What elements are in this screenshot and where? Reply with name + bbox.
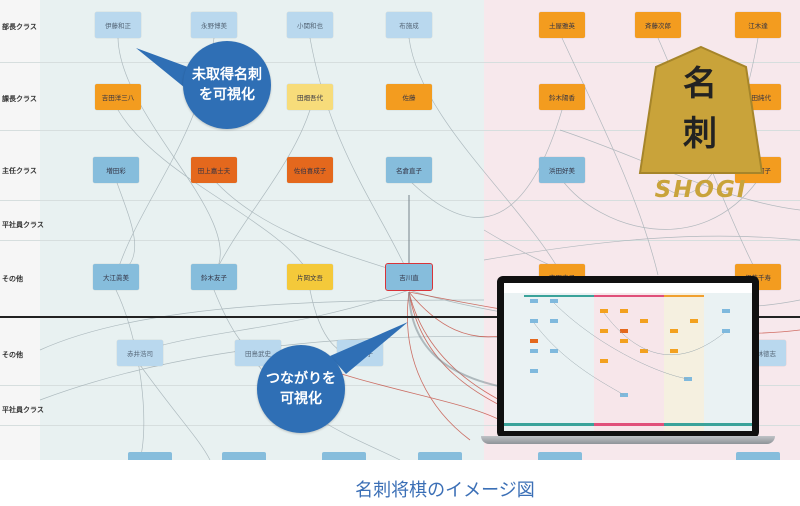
selected-person-node[interactable]: 吉川直 (385, 263, 433, 291)
callout-pointers (136, 48, 408, 374)
callout-line: 未取得名刺 (192, 66, 262, 83)
logo-char: 名 (683, 64, 717, 104)
section-divider (0, 316, 800, 318)
node-stub (736, 452, 780, 460)
person-node[interactable]: 鈴木陽香 (539, 84, 585, 110)
row-separator (0, 240, 800, 241)
row-separator (0, 200, 800, 201)
node-stub (222, 452, 266, 460)
row-label-chief: 主任クラス (2, 167, 37, 175)
node-stub (322, 452, 366, 460)
row-separator (0, 425, 800, 426)
person-node[interactable]: 斉藤次郎 (635, 12, 681, 38)
node-stub (418, 452, 462, 460)
logo-wordmark: SHOGI (654, 177, 748, 203)
callout-line: つながりを (266, 370, 336, 387)
screen-preview (504, 283, 752, 431)
laptop-mockup (481, 276, 775, 448)
person-node[interactable]: 大江眞美 (93, 264, 139, 290)
shogi-piece-icon (638, 45, 764, 174)
person-node[interactable]: 増田彩 (93, 157, 139, 183)
person-node[interactable]: 伊藤和正 (95, 12, 141, 38)
person-node[interactable]: 田畑吾代 (287, 84, 333, 110)
row-separator (0, 62, 800, 63)
person-node[interactable]: 浜田好美 (539, 157, 585, 183)
row-separator (0, 130, 800, 131)
logo-char: 刺 (683, 114, 717, 154)
row-label-staff-lower: 平社員クラス (2, 406, 44, 414)
row-label-section-manager: 課長クラス (2, 95, 37, 103)
callout-line: 可視化 (280, 391, 322, 407)
callout-connections: つながりを 可視化 (257, 345, 345, 433)
node-stub (128, 452, 172, 460)
person-node[interactable]: 土屋雅英 (539, 12, 585, 38)
label-gutter (0, 0, 40, 460)
row-label-other-lower: その他 (2, 351, 23, 359)
figure-caption: 名刺将棋のイメージ図 (355, 480, 535, 501)
person-node[interactable]: 名倉直子 (386, 157, 432, 183)
row-separator (0, 385, 800, 386)
person-node[interactable]: 布施成 (386, 12, 432, 38)
person-node[interactable]: 田上嘉士夫 (191, 157, 237, 183)
org-chart-view: 部長クラス 課長クラス 主任クラス 平社員クラス その他 その他 平社員クラス … (0, 0, 800, 460)
person-node[interactable]: 赤井浩司 (117, 340, 163, 366)
callout-unacquired-cards: 未取得名刺 を可視化 (183, 41, 271, 129)
person-node[interactable]: 吉田洋三八 (95, 84, 141, 110)
person-node[interactable]: 江木達 (735, 12, 781, 38)
node-stub (538, 452, 582, 460)
row-label-other: その他 (2, 275, 23, 283)
meishi-shogi-logo: 名 刺 SHOGI (636, 45, 782, 215)
person-node[interactable]: 佐伯喜成子 (287, 157, 333, 183)
person-node[interactable]: 佐藤 (386, 84, 432, 110)
laptop-screen (504, 283, 752, 431)
person-node[interactable]: 永野博美 (191, 12, 237, 38)
callout-line: を可視化 (199, 87, 255, 103)
laptop-screen-frame (497, 276, 759, 438)
person-node[interactable]: 片岡文吾 (287, 264, 333, 290)
row-label-staff: 平社員クラス (2, 221, 44, 229)
person-node[interactable]: 鈴木友子 (191, 264, 237, 290)
person-node[interactable]: 小関和也 (287, 12, 333, 38)
row-label-department-manager: 部長クラス (2, 23, 37, 31)
laptop-base (481, 436, 775, 444)
